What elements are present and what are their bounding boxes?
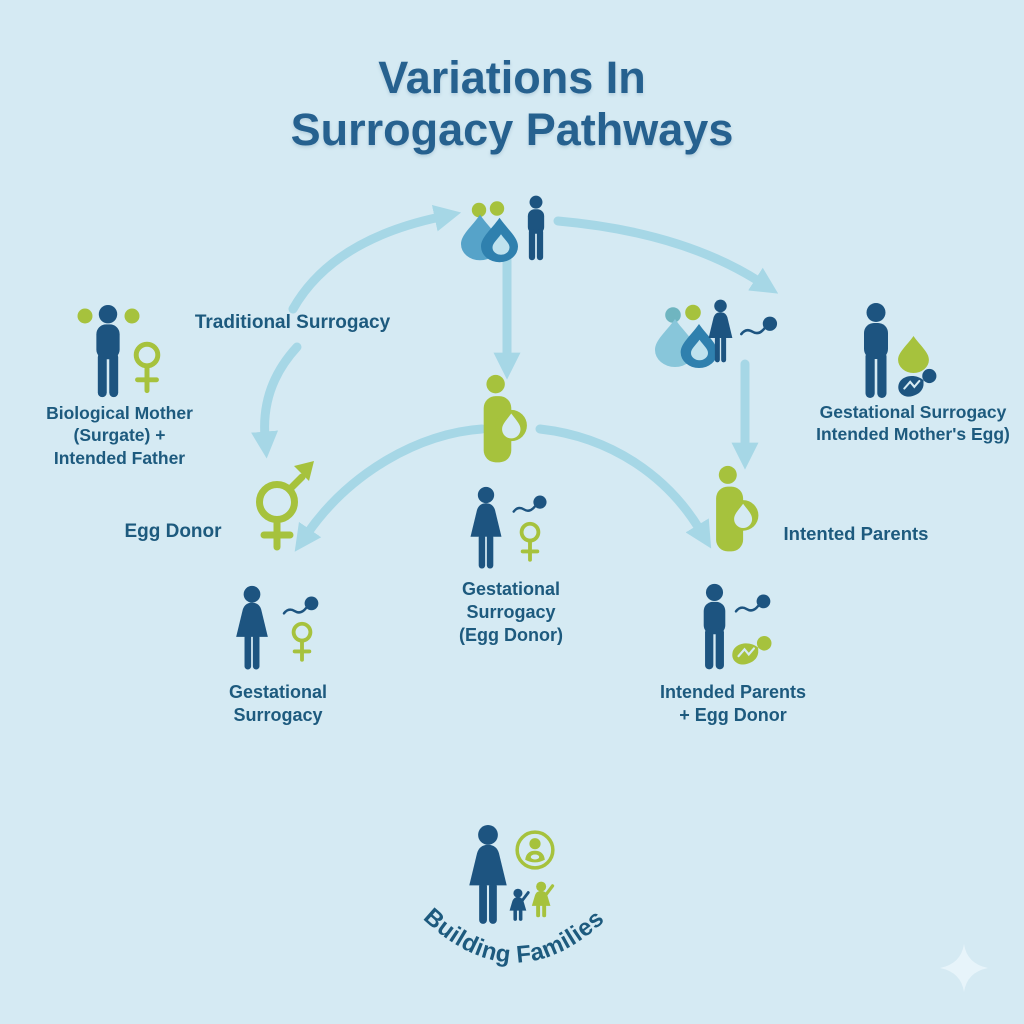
label-line: Gestational Surrogacy xyxy=(819,402,1007,422)
page-title-line2: Surrogacy Pathways xyxy=(290,103,734,155)
label-line: Gestational xyxy=(228,682,328,702)
label-line: Gestational xyxy=(461,579,561,599)
label-line: (Surgate) + xyxy=(73,425,166,446)
label-line: Surrogacy xyxy=(466,602,556,623)
man-with-dots-icon xyxy=(77,304,140,398)
male-female-symbol-icon xyxy=(246,456,318,558)
female-symbol-icon xyxy=(129,341,165,397)
label-line: Intended Mother's Egg) xyxy=(816,424,1010,445)
pregnant-woman-icon xyxy=(474,374,532,466)
label-gestational-right: Gestational Surrogacy Intended Mother's … xyxy=(808,401,1018,446)
label-line: + Egg Donor xyxy=(679,705,787,726)
man-icon xyxy=(519,195,553,263)
label-gestational-center: Gestational Surrogacy (Egg Donor) xyxy=(448,578,574,647)
pregnant-woman-icon xyxy=(708,463,762,557)
arrow-traditional-to-egg-donor-icon xyxy=(251,342,302,459)
page-title-line1: Variations In xyxy=(378,52,646,103)
label-line: Surrogacy xyxy=(233,705,323,726)
arrow-top-to-right-group-icon xyxy=(553,216,779,294)
logo-curved-text: Building Families xyxy=(418,903,609,969)
page-title: Variations In Surrogacy Pathways xyxy=(0,52,1024,156)
label-line: Biological Mother xyxy=(46,403,193,423)
arrow-center-to-left-gestational-icon xyxy=(294,424,487,552)
svg-text:Building Families: Building Families xyxy=(418,903,609,969)
sparkle-icon xyxy=(940,944,988,992)
label-intended-parents-egg-donor: Intended Parents + Egg Donor xyxy=(655,681,811,727)
woman-sperm-egg-donor-icon xyxy=(236,585,320,670)
label-biological-mother: Biological Mother (Surgate) + Intended F… xyxy=(22,402,217,469)
arrow-center-to-parents-donor-icon xyxy=(535,424,712,549)
label-traditional-surrogacy: Traditional Surrogacy xyxy=(194,312,391,333)
label-egg-donor: Egg Donor xyxy=(124,521,222,542)
arrow-traditional-to-top-icon xyxy=(288,204,462,314)
eggs-woman-sperm-icon xyxy=(655,299,779,368)
egg-pair-icon xyxy=(461,201,518,263)
woman-sperm-egg-donor-icon xyxy=(470,486,548,569)
label-gestational-left: Gestational Surrogacy xyxy=(217,681,339,727)
mother-baby-ring-icon xyxy=(514,828,556,872)
man-sperm-baby-icon xyxy=(703,583,773,670)
man-egg-baby-icon xyxy=(864,303,938,398)
label-line: Intended Parents xyxy=(659,682,807,702)
label-intented-parents: Intented Parents xyxy=(783,523,929,544)
label-line: (Egg Donor) xyxy=(459,625,563,646)
logo-text: Building Families xyxy=(418,903,609,969)
label-line: Intended Father xyxy=(53,447,186,468)
